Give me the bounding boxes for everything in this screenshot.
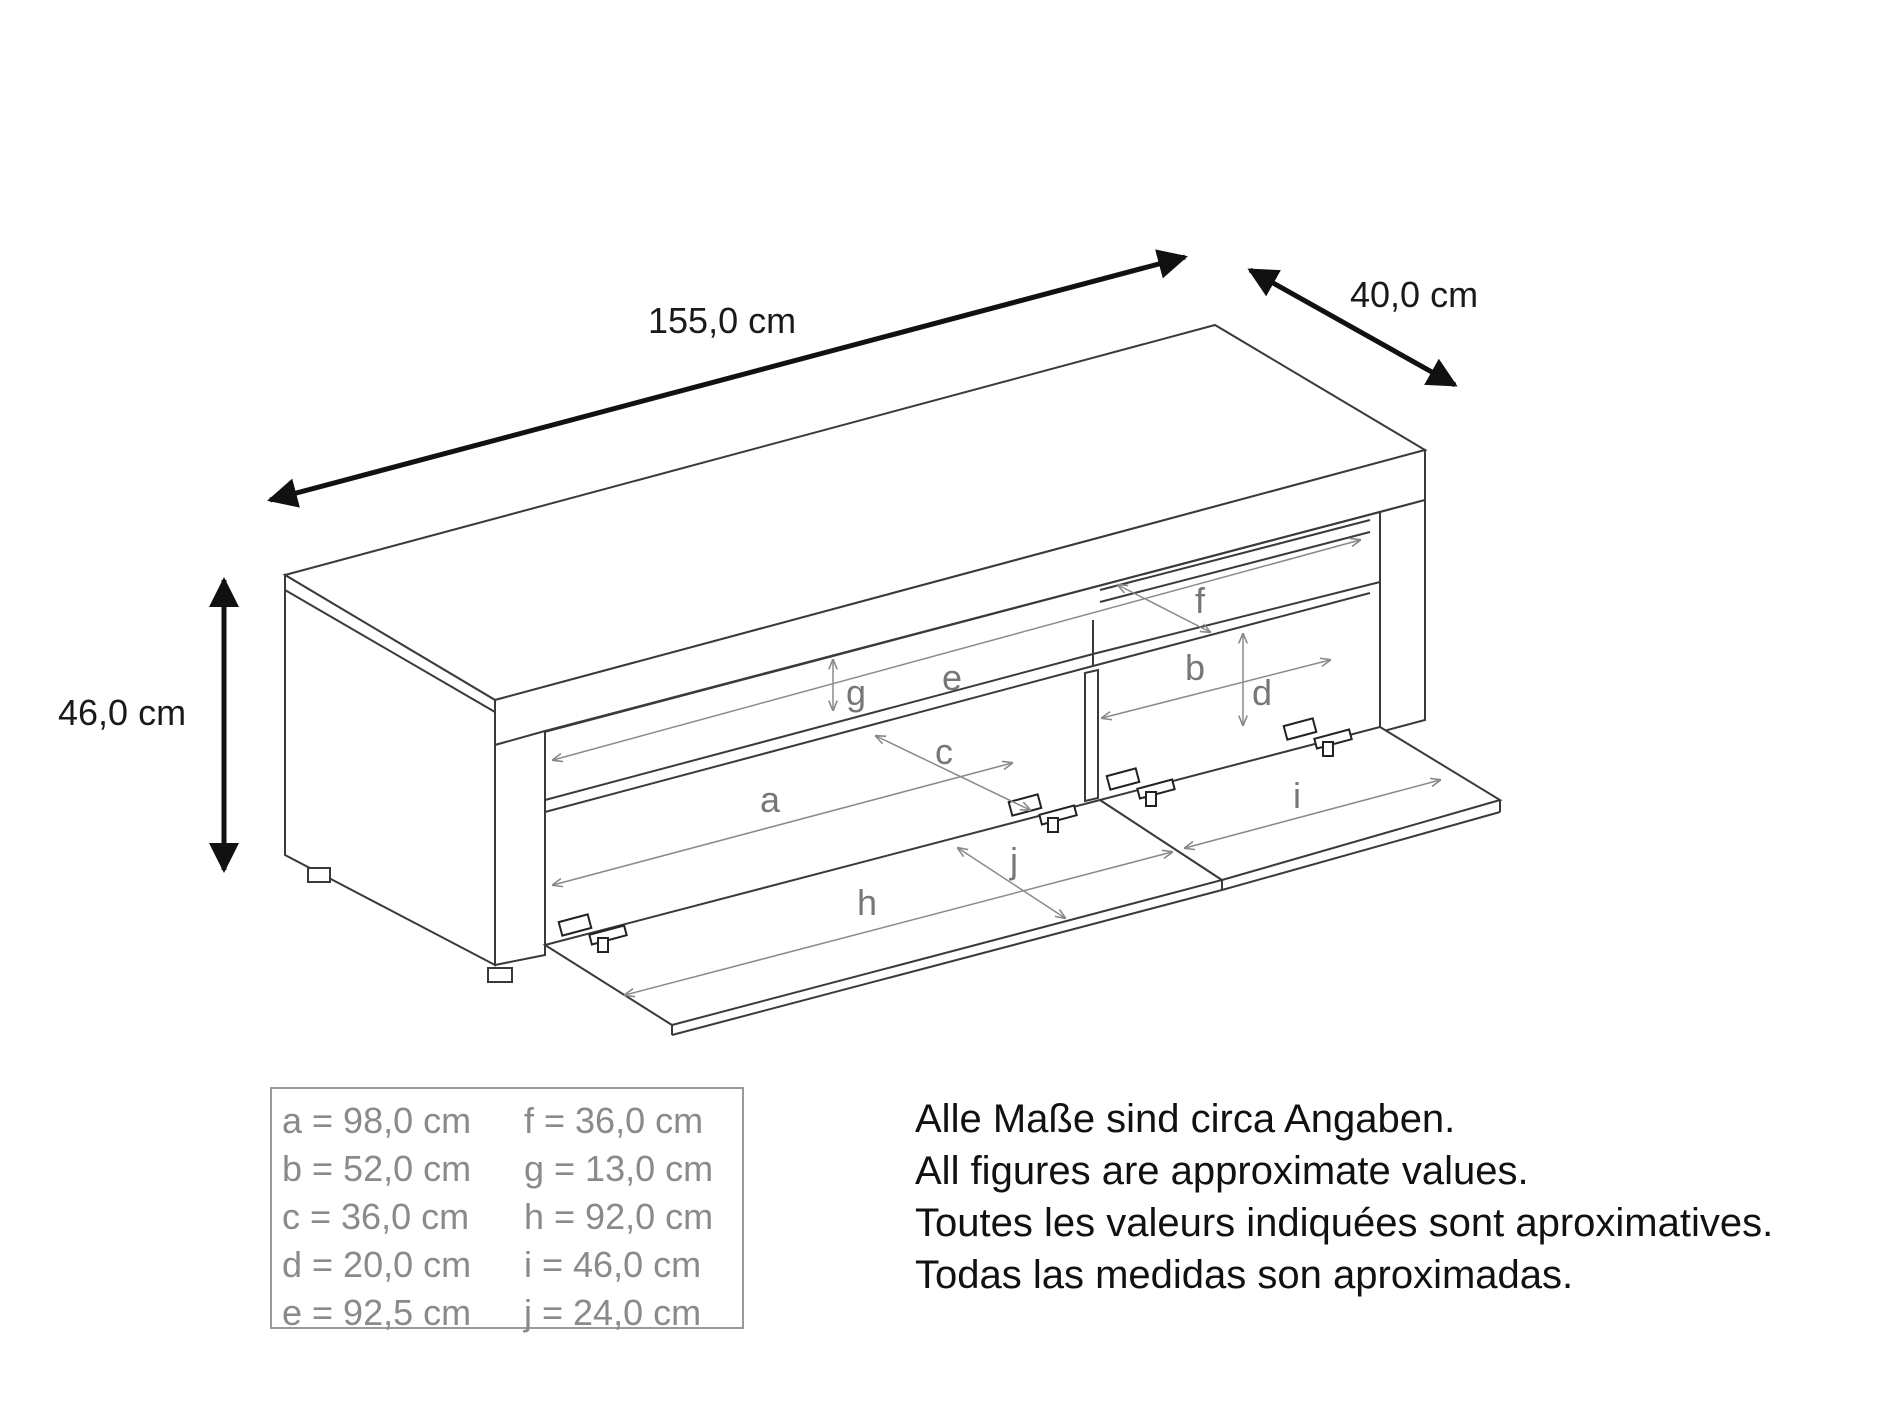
label-g: g (846, 672, 866, 713)
label-f: f (1195, 580, 1206, 621)
legend-entry: b = 52,0 cm (282, 1148, 472, 1189)
depth-label: 40,0 cm (1350, 274, 1478, 315)
legend-entry: d = 20,0 cm (282, 1244, 472, 1285)
label-c: c (935, 731, 953, 772)
label-d: d (1252, 672, 1272, 713)
disclaimer-es: Todas las medidas son aproximadas. (915, 1253, 1574, 1297)
height-label: 46,0 cm (58, 692, 186, 733)
label-b: b (1185, 647, 1205, 688)
depth-arrow (1247, 267, 1458, 388)
label-e: e (942, 657, 962, 698)
hinge-icon (557, 913, 628, 953)
disclaimer-en: All figures are approximate values. (915, 1149, 1529, 1193)
legend-entry: g = 13,0 cm (524, 1148, 714, 1189)
legend-entry: h = 92,0 cm (524, 1196, 714, 1237)
measure-lines (553, 540, 1440, 995)
width-arrow (267, 249, 1188, 508)
label-h: h (857, 882, 877, 923)
label-j: j (1009, 840, 1018, 881)
legend-entry: i = 46,0 cm (524, 1244, 702, 1285)
legend-entry: c = 36,0 cm (282, 1196, 470, 1237)
legend-entry: f = 36,0 cm (524, 1100, 704, 1141)
hinge-icon (1105, 767, 1176, 807)
disclaimer-de: Alle Maße sind circa Angaben. (915, 1097, 1456, 1141)
width-label: 155,0 cm (648, 300, 796, 341)
measurement-legend: a = 98,0 cm f = 36,0 cm b = 52,0 cm g = … (270, 1087, 744, 1333)
legend-entry: e = 92,5 cm (282, 1292, 472, 1333)
drop-door-left (542, 798, 1225, 1036)
disclaimer-fr: Toutes les valeurs indiquées sont aproxi… (915, 1201, 1774, 1245)
disclaimer-text: Alle Maße sind circa Angaben. All figure… (915, 1093, 1773, 1301)
label-i: i (1293, 775, 1301, 816)
legend-entry: j = 24,0 cm (524, 1292, 702, 1333)
legend-entry: a = 98,0 cm (282, 1100, 472, 1141)
label-a: a (760, 779, 781, 820)
